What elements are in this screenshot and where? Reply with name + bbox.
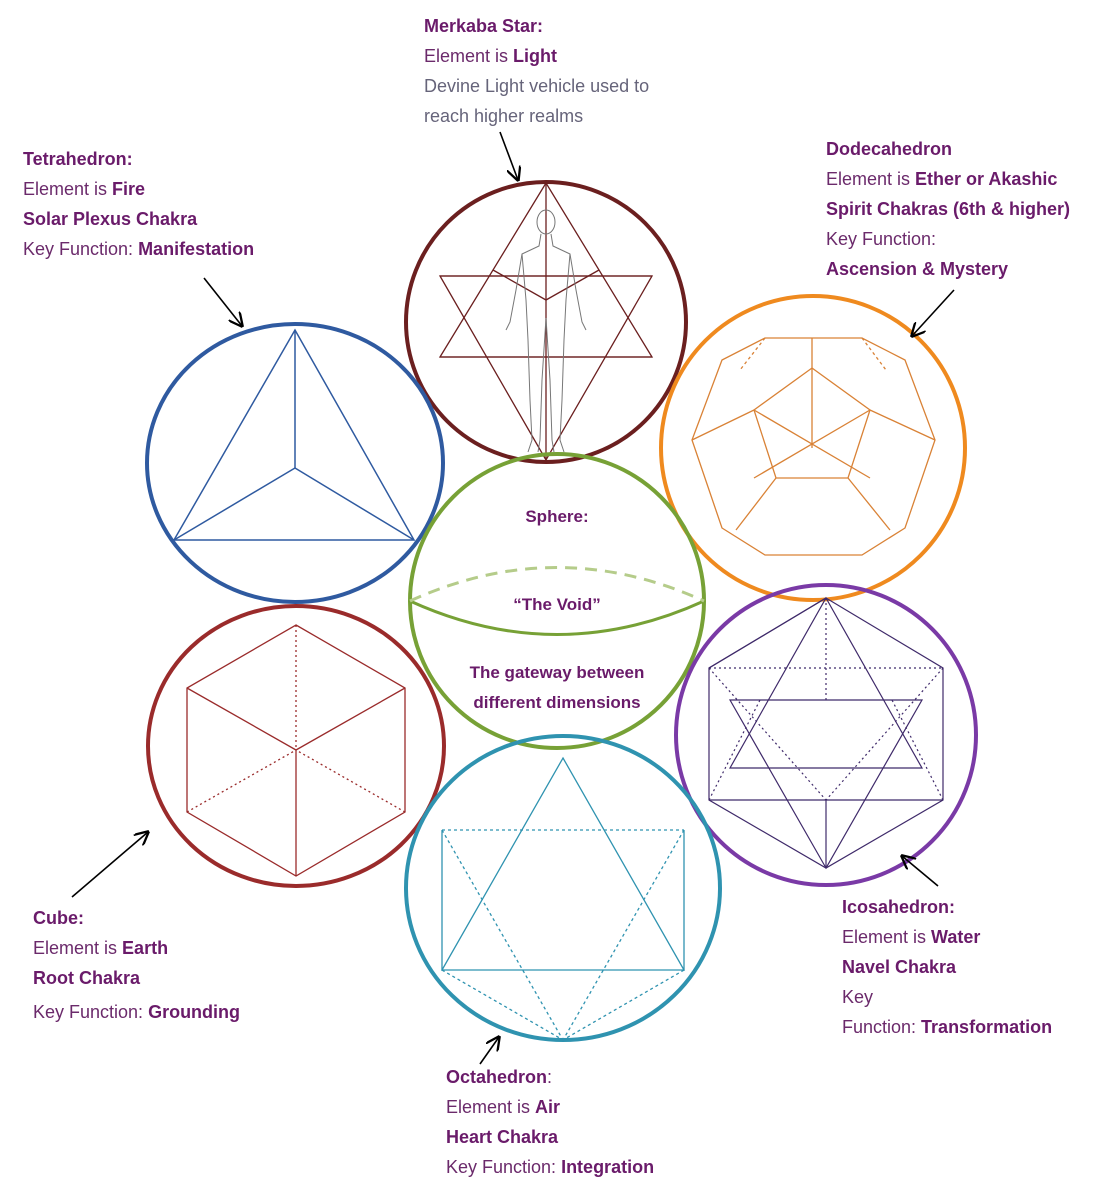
dodecahedron-element-prefix: Element is (826, 169, 916, 189)
dodecahedron-element: Ether or Akashic (915, 169, 1058, 189)
merkaba-title: Merkaba Star: (424, 16, 544, 36)
cube-element-prefix: Element is (33, 938, 123, 958)
sphere-title: Sphere: (525, 507, 589, 526)
icosahedron-chakra: Navel Chakra (842, 957, 957, 977)
sphere-desc-2: different dimensions (473, 693, 641, 712)
tetrahedron-arrow (203, 277, 242, 326)
icosahedron-element: Water (931, 927, 981, 947)
tetrahedron-label: Tetrahedron: Element is Fire Solar Plexu… (23, 144, 254, 264)
cube-element: Earth (122, 938, 169, 958)
icosahedron-element-prefix: Element is (842, 927, 932, 947)
octahedron-element-prefix: Element is (446, 1097, 536, 1117)
sphere-desc-1: The gateway between (469, 663, 645, 682)
dodecahedron-chakra: Spirit Chakras (6th & higher) (826, 199, 1071, 219)
cube-figure (146, 604, 446, 888)
tetrahedron-chakra: Solar Plexus Chakra (23, 209, 198, 229)
human-figure-icon (505, 209, 587, 453)
dodecahedron-arrow (912, 289, 955, 336)
tetrahedron-element: Fire (112, 179, 146, 199)
cube-title: Cube: (33, 908, 84, 928)
tetrahedron-figure (145, 322, 445, 604)
sphere-subtitle: “The Void” (513, 595, 601, 614)
octahedron-arrow (479, 1037, 499, 1065)
octahedron-label: Octahedron: Element is Air Heart Chakra … (446, 1062, 654, 1182)
icosahedron-figure (674, 583, 978, 887)
merkaba-desc-2: reach higher realms (424, 106, 584, 126)
merkaba-desc-1: Devine Light vehicle used to (424, 76, 650, 96)
icosahedron-function-prefix-2: Function: (842, 1017, 922, 1037)
icosahedron-title: Icosahedron: (842, 897, 956, 917)
octahedron-element: Air (535, 1097, 561, 1117)
icosahedron-arrow (902, 856, 939, 887)
dodecahedron-title: Dodecahedron (826, 139, 953, 159)
sphere-description: The gateway between different dimensions (427, 658, 687, 718)
octahedron-figure (404, 734, 722, 1042)
cube-label: Cube: Element is Earth Root Chakra Key F… (33, 903, 240, 1027)
icosahedron-function-prefix-1: Key (842, 987, 874, 1007)
merkaba-element: Light (513, 46, 558, 66)
icosahedron-function: Transformation (921, 1017, 1053, 1037)
cube-function: Grounding (148, 1002, 241, 1022)
merkaba-element-prefix: Element is (424, 46, 514, 66)
icosahedron-label: Icosahedron: Element is Water Navel Chak… (842, 892, 1052, 1042)
tetrahedron-element-prefix: Element is (23, 179, 113, 199)
sphere-figure (408, 452, 706, 750)
tetrahedron-function: Manifestation (138, 239, 255, 259)
dodecahedron-label: Dodecahedron Element is Ether or Akashic… (826, 134, 1070, 284)
octahedron-title: Octahedron (446, 1067, 548, 1087)
tetrahedron-title: Tetrahedron: (23, 149, 133, 169)
octahedron-chakra: Heart Chakra (446, 1127, 559, 1147)
cube-chakra: Root Chakra (33, 968, 141, 988)
cube-arrow (71, 832, 148, 898)
merkaba-label: Merkaba Star: Element is Light Devine Li… (424, 11, 649, 131)
octahedron-function-prefix: Key Function: (446, 1157, 562, 1177)
merkaba-arrow (499, 131, 518, 180)
merkaba-star-figure (404, 180, 688, 464)
octahedron-title-suffix: : (547, 1067, 553, 1087)
dodecahedron-figure (659, 294, 967, 602)
cube-function-prefix: Key Function: (33, 1002, 149, 1022)
dodecahedron-function: Ascension & Mystery (826, 259, 1009, 279)
octahedron-function: Integration (561, 1157, 655, 1177)
dodecahedron-function-prefix: Key Function: (826, 229, 937, 249)
tetrahedron-function-prefix: Key Function: (23, 239, 139, 259)
